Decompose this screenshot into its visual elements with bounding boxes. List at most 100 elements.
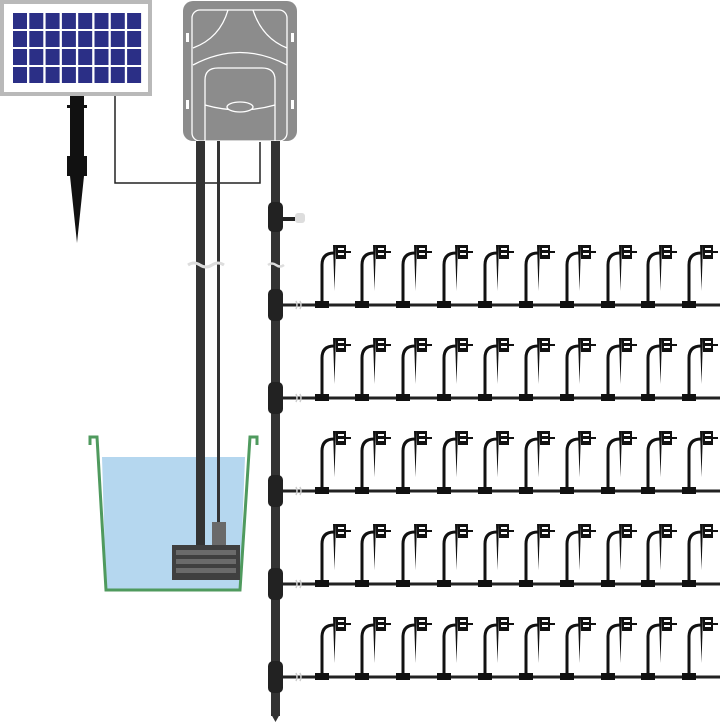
drip-emitter-icon	[396, 245, 432, 308]
drip-emitter-icon	[682, 338, 718, 401]
drip-line	[268, 617, 720, 693]
drip-line	[268, 524, 720, 600]
drip-emitter-icon	[560, 245, 596, 308]
solar-cell	[13, 67, 27, 83]
drip-emitter-icon	[478, 245, 514, 308]
solar-cell	[29, 49, 44, 65]
solar-cell	[110, 31, 125, 47]
drip-emitter-icon	[601, 245, 637, 308]
drip-emitter-icon	[560, 338, 596, 401]
drip-emitter-icon	[560, 617, 596, 680]
solar-cell	[45, 13, 60, 29]
drip-emitter-icon	[396, 338, 432, 401]
tee-connector	[268, 661, 283, 693]
ground-stake-icon	[67, 96, 87, 243]
drip-emitter-icon	[560, 431, 596, 494]
drip-emitter-icon	[355, 245, 391, 308]
drip-emitter-icon	[601, 431, 637, 494]
solar-cell	[110, 13, 125, 29]
drip-emitter-icon	[601, 617, 637, 680]
power-cable	[114, 96, 261, 184]
drip-emitter-icon	[355, 338, 391, 401]
drip-emitter-icon	[641, 524, 677, 587]
drip-emitter-icon	[315, 338, 351, 401]
tee-connector	[268, 568, 283, 600]
drip-emitter-icon	[641, 245, 677, 308]
drip-emitter-icon	[641, 617, 677, 680]
drip-emitter-icon	[396, 524, 432, 587]
drip-emitter-icon	[437, 338, 473, 401]
solar-cell	[78, 31, 93, 47]
solar-cell	[45, 67, 60, 83]
drip-emitter-icon	[519, 245, 555, 308]
solar-cell	[127, 13, 142, 29]
tee-connector	[268, 382, 283, 414]
solar-cell	[78, 13, 93, 29]
drip-emitter-icon	[437, 431, 473, 494]
drip-emitter-icon	[641, 431, 677, 494]
solar-cell	[13, 13, 27, 29]
suction-pipe	[196, 141, 205, 546]
drip-emitter-icon	[478, 338, 514, 401]
solar-cell	[45, 49, 60, 65]
solar-cell	[29, 31, 44, 47]
pump-cable	[217, 141, 220, 526]
solar-cell	[61, 13, 76, 29]
drip-emitter-icon	[601, 338, 637, 401]
solar-cell	[127, 67, 142, 83]
drip-emitter-icon	[355, 431, 391, 494]
drip-emitter-icon	[682, 431, 718, 494]
valve-icon	[268, 202, 305, 232]
drip-emitter-icon	[560, 524, 596, 587]
solar-cell	[78, 67, 93, 83]
solar-cell	[61, 31, 76, 47]
drip-line	[268, 431, 720, 507]
drip-line	[268, 338, 720, 414]
drip-emitter-icon	[682, 245, 718, 308]
drip-emitter-icon	[355, 524, 391, 587]
drip-emitter-icon	[315, 617, 351, 680]
drip-emitter-icon	[641, 338, 677, 401]
drip-emitter-icon	[478, 524, 514, 587]
main-pipe	[271, 141, 280, 716]
solar-cell	[110, 49, 125, 65]
solar-cell	[61, 49, 76, 65]
drip-emitter-icon	[519, 524, 555, 587]
drip-emitter-icon	[601, 524, 637, 587]
drip-line	[268, 245, 720, 321]
drip-emitter-icon	[519, 431, 555, 494]
tee-connector	[268, 289, 283, 321]
solar-cell	[94, 31, 109, 47]
solar-cell	[110, 67, 125, 83]
drip-emitter-icon	[315, 431, 351, 494]
solar-cell	[45, 31, 60, 47]
drip-emitter-icon	[478, 617, 514, 680]
drip-emitter-icon	[519, 617, 555, 680]
solar-cell	[94, 49, 109, 65]
drip-emitter-icon	[355, 617, 391, 680]
solar-cell	[94, 67, 109, 83]
solar-cell	[13, 31, 27, 47]
drip-emitter-icon	[437, 524, 473, 587]
drip-emitter-icon	[519, 338, 555, 401]
solar-cell	[61, 67, 76, 83]
drip-emitter-icon	[682, 617, 718, 680]
solar-panel-icon	[0, 0, 152, 96]
drip-emitter-icon	[315, 524, 351, 587]
solar-cell	[29, 13, 44, 29]
solar-cell	[127, 31, 142, 47]
solar-cell	[78, 49, 93, 65]
pump-icon	[172, 522, 240, 580]
solar-cell	[94, 13, 109, 29]
solar-cell	[127, 49, 142, 65]
drip-emitter-icon	[437, 245, 473, 308]
tee-connector	[268, 475, 283, 507]
drip-emitter-icon	[396, 431, 432, 494]
solar-cell	[13, 49, 27, 65]
solar-cell	[29, 67, 44, 83]
drip-emitter-icon	[437, 617, 473, 680]
control-box-icon	[183, 1, 297, 142]
drip-emitter-icon	[682, 524, 718, 587]
drip-emitter-icon	[315, 245, 351, 308]
drip-emitter-icon	[478, 431, 514, 494]
